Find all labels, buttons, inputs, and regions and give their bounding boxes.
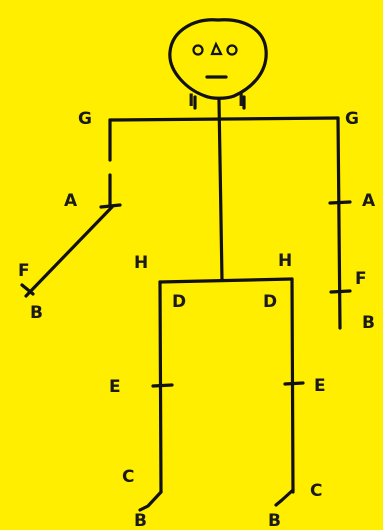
right-wrist-tick	[331, 291, 350, 292]
label-thigh-left: D	[172, 292, 186, 312]
label-thigh-right: D	[263, 292, 277, 312]
label-shoulder-left: G	[78, 109, 92, 129]
right-elbow-tick	[330, 202, 350, 203]
label-hand-left: B	[30, 303, 43, 323]
label-hand-right: B	[362, 313, 375, 333]
head-outline	[170, 20, 266, 99]
left-forearm	[26, 207, 112, 296]
label-ankle-left: C	[122, 467, 134, 487]
label-neck-left: I	[188, 91, 194, 111]
label-hip-right: H	[278, 251, 292, 271]
label-neck-right: I	[238, 91, 244, 111]
label-elbow-right: A	[362, 191, 376, 211]
label-hip-left: H	[134, 253, 148, 273]
label-foot-left: B	[134, 511, 147, 530]
label-knee-left: E	[109, 377, 121, 397]
left-knee-tick	[153, 385, 172, 386]
right-eye	[228, 46, 237, 55]
right-foot	[276, 490, 293, 505]
head	[170, 20, 266, 99]
label-wrist-right: F	[355, 269, 367, 289]
label-foot-right: B	[268, 511, 281, 530]
label-shoulder-right: G	[345, 109, 359, 129]
spine-line	[219, 100, 222, 280]
hip-line	[160, 279, 292, 282]
label-wrist-left: F	[18, 261, 30, 281]
right-arm-line	[338, 118, 340, 328]
nose	[212, 44, 221, 54]
right-leg-line	[292, 279, 293, 492]
label-elbow-left: A	[64, 191, 78, 211]
left-eye	[194, 46, 203, 55]
left-foot	[140, 492, 161, 510]
shoulder-line	[110, 118, 338, 120]
right-knee-tick	[285, 383, 303, 384]
label-ankle-right: C	[310, 481, 322, 501]
label-knee-right: E	[314, 376, 326, 396]
